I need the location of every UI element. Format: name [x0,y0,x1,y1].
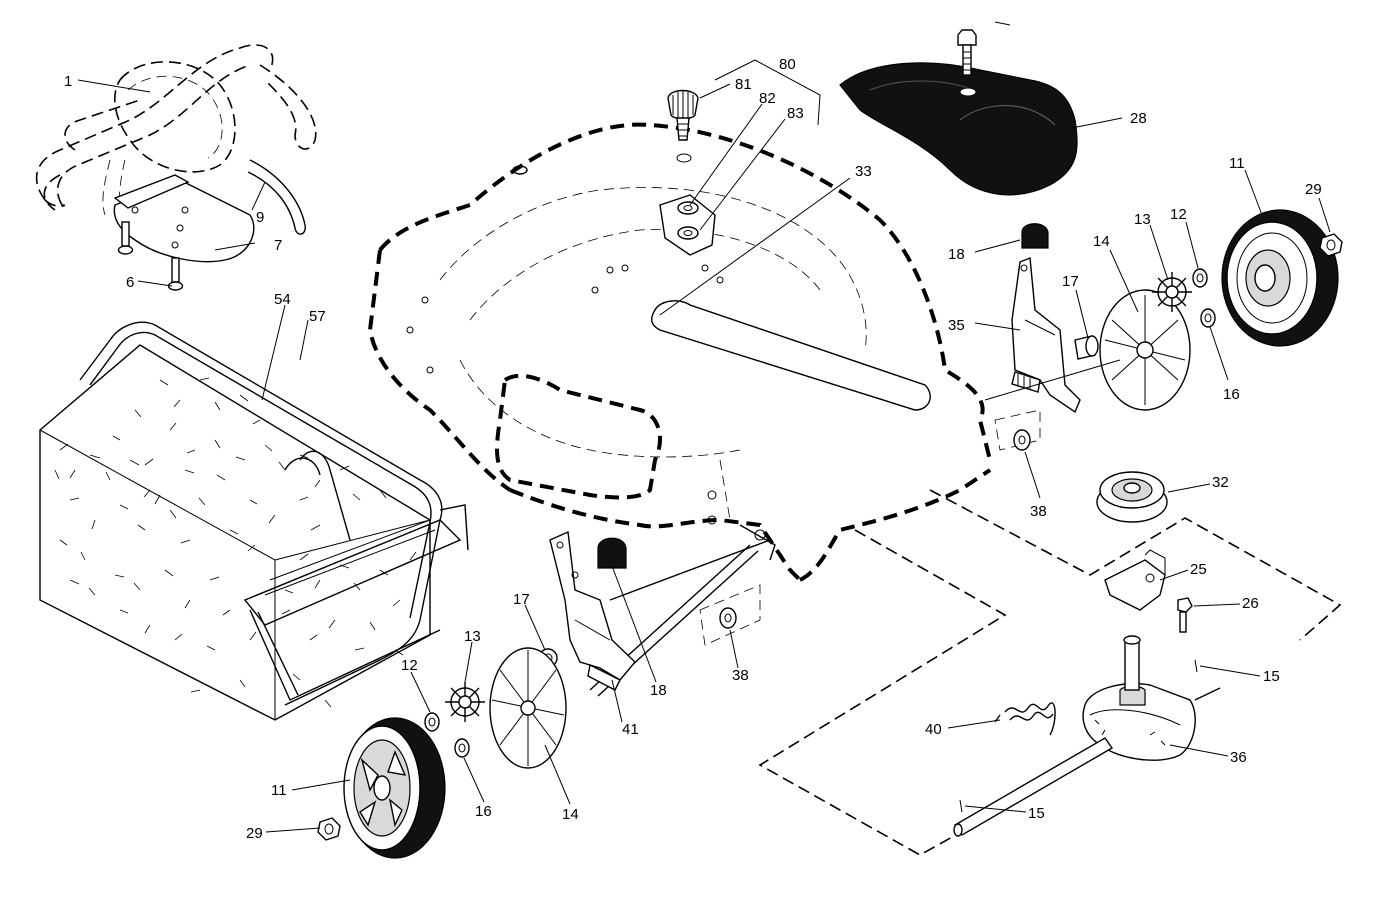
callout-26: 26 [1242,595,1259,612]
transmission-boundary [758,489,1342,856]
part-29-left-nut [317,817,341,841]
callout-36: 36 [1230,749,1247,766]
part-36-transmission [1082,635,1221,761]
callout-16-right: 16 [1223,386,1240,403]
part-12-left-washer [424,712,440,732]
callout-28: 28 [1130,110,1147,127]
callout-82: 82 [759,90,776,107]
callout-11-left: 11 [271,782,287,799]
callout-83: 83 [787,105,804,122]
callout-41: 41 [622,721,639,738]
part-38-right-nut [1013,429,1031,451]
part-14-right-hubcap [1099,289,1191,411]
callout-80: 80 [779,56,796,73]
handle-assembly [35,44,317,235]
callout-14-left: 14 [562,806,579,823]
callout-35: 35 [948,317,965,334]
part-17-right-bushing [1074,335,1099,360]
callout-15-upper: 15 [1263,668,1280,685]
callout-17-right: 17 [1062,273,1079,290]
part-81-knob [667,89,699,163]
callout-54: 54 [274,291,291,308]
callout-13-left: 13 [464,628,481,645]
part-35-height-lever [1011,257,1081,414]
callout-12-left: 12 [401,657,418,674]
part-26-bolt [1177,597,1193,633]
callout-18-left: 18 [650,682,667,699]
part-14-left-hubcap [489,647,567,769]
part-13-left-gear [445,682,485,722]
part-12-right-washer [1192,268,1208,288]
callout-29-left: 29 [246,825,263,842]
callout-16-left: 16 [475,803,492,820]
part-29-right-nut [1319,233,1343,257]
callout-81: 81 [735,76,752,93]
right-axle-line [984,359,1121,451]
leader-lines [77,79,1331,833]
callout-18-right: 18 [948,246,965,263]
callout-13-right: 13 [1134,211,1151,228]
part-16-right-washer [1200,308,1216,328]
part-18-right-cap [1021,223,1049,249]
callout-14-right: 14 [1093,233,1110,250]
callout-32: 32 [1212,474,1229,491]
callout-40: 40 [925,721,942,738]
callout-33: 33 [855,163,872,180]
callout-1: 1 [64,73,72,90]
callout-labels: 1 9 7 6 54 57 80 81 82 83 33 28 18 17 14… [64,56,1322,842]
callout-29-right: 29 [1305,181,1322,198]
part-40-spring [994,702,1056,736]
part-80-height-adjuster-group [714,59,821,126]
callout-11-right: 11 [1229,155,1245,172]
callout-25: 25 [1190,561,1207,578]
callout-17-left: 17 [513,591,530,608]
part-41-height-lever [549,530,636,691]
part-7-mounting-plate [113,174,255,263]
part-38-left-nut [719,607,737,629]
part-13-right-gear [1152,272,1192,312]
callout-7: 7 [274,237,282,254]
part-16-left-washer [454,738,470,758]
callout-38-right: 38 [1030,503,1047,520]
callout-38-left: 38 [732,667,749,684]
part-33-drive-belt [651,300,931,411]
part-54-bag-frame [79,321,469,706]
part-82-83-bracket-washers [659,194,716,256]
part-28-bolt [957,21,1011,76]
callout-12-right: 12 [1170,206,1187,223]
part-25-bracket [1104,549,1166,611]
callout-15-lower: 15 [1028,805,1045,822]
mower-deck [367,122,992,582]
callout-57: 57 [309,308,326,325]
part-18-left-cap [597,537,627,569]
part-11-left-wheel [343,717,446,859]
part-28-engine-shroud [839,62,1078,196]
callout-9: 9 [256,209,264,226]
part-32-pulley [1096,471,1168,523]
part-6-bolts [117,221,184,291]
callout-6: 6 [126,274,134,291]
bag-texture [54,377,417,708]
part-11-right-wheel [1221,209,1339,347]
part-15-axle-shaft [953,659,1198,837]
